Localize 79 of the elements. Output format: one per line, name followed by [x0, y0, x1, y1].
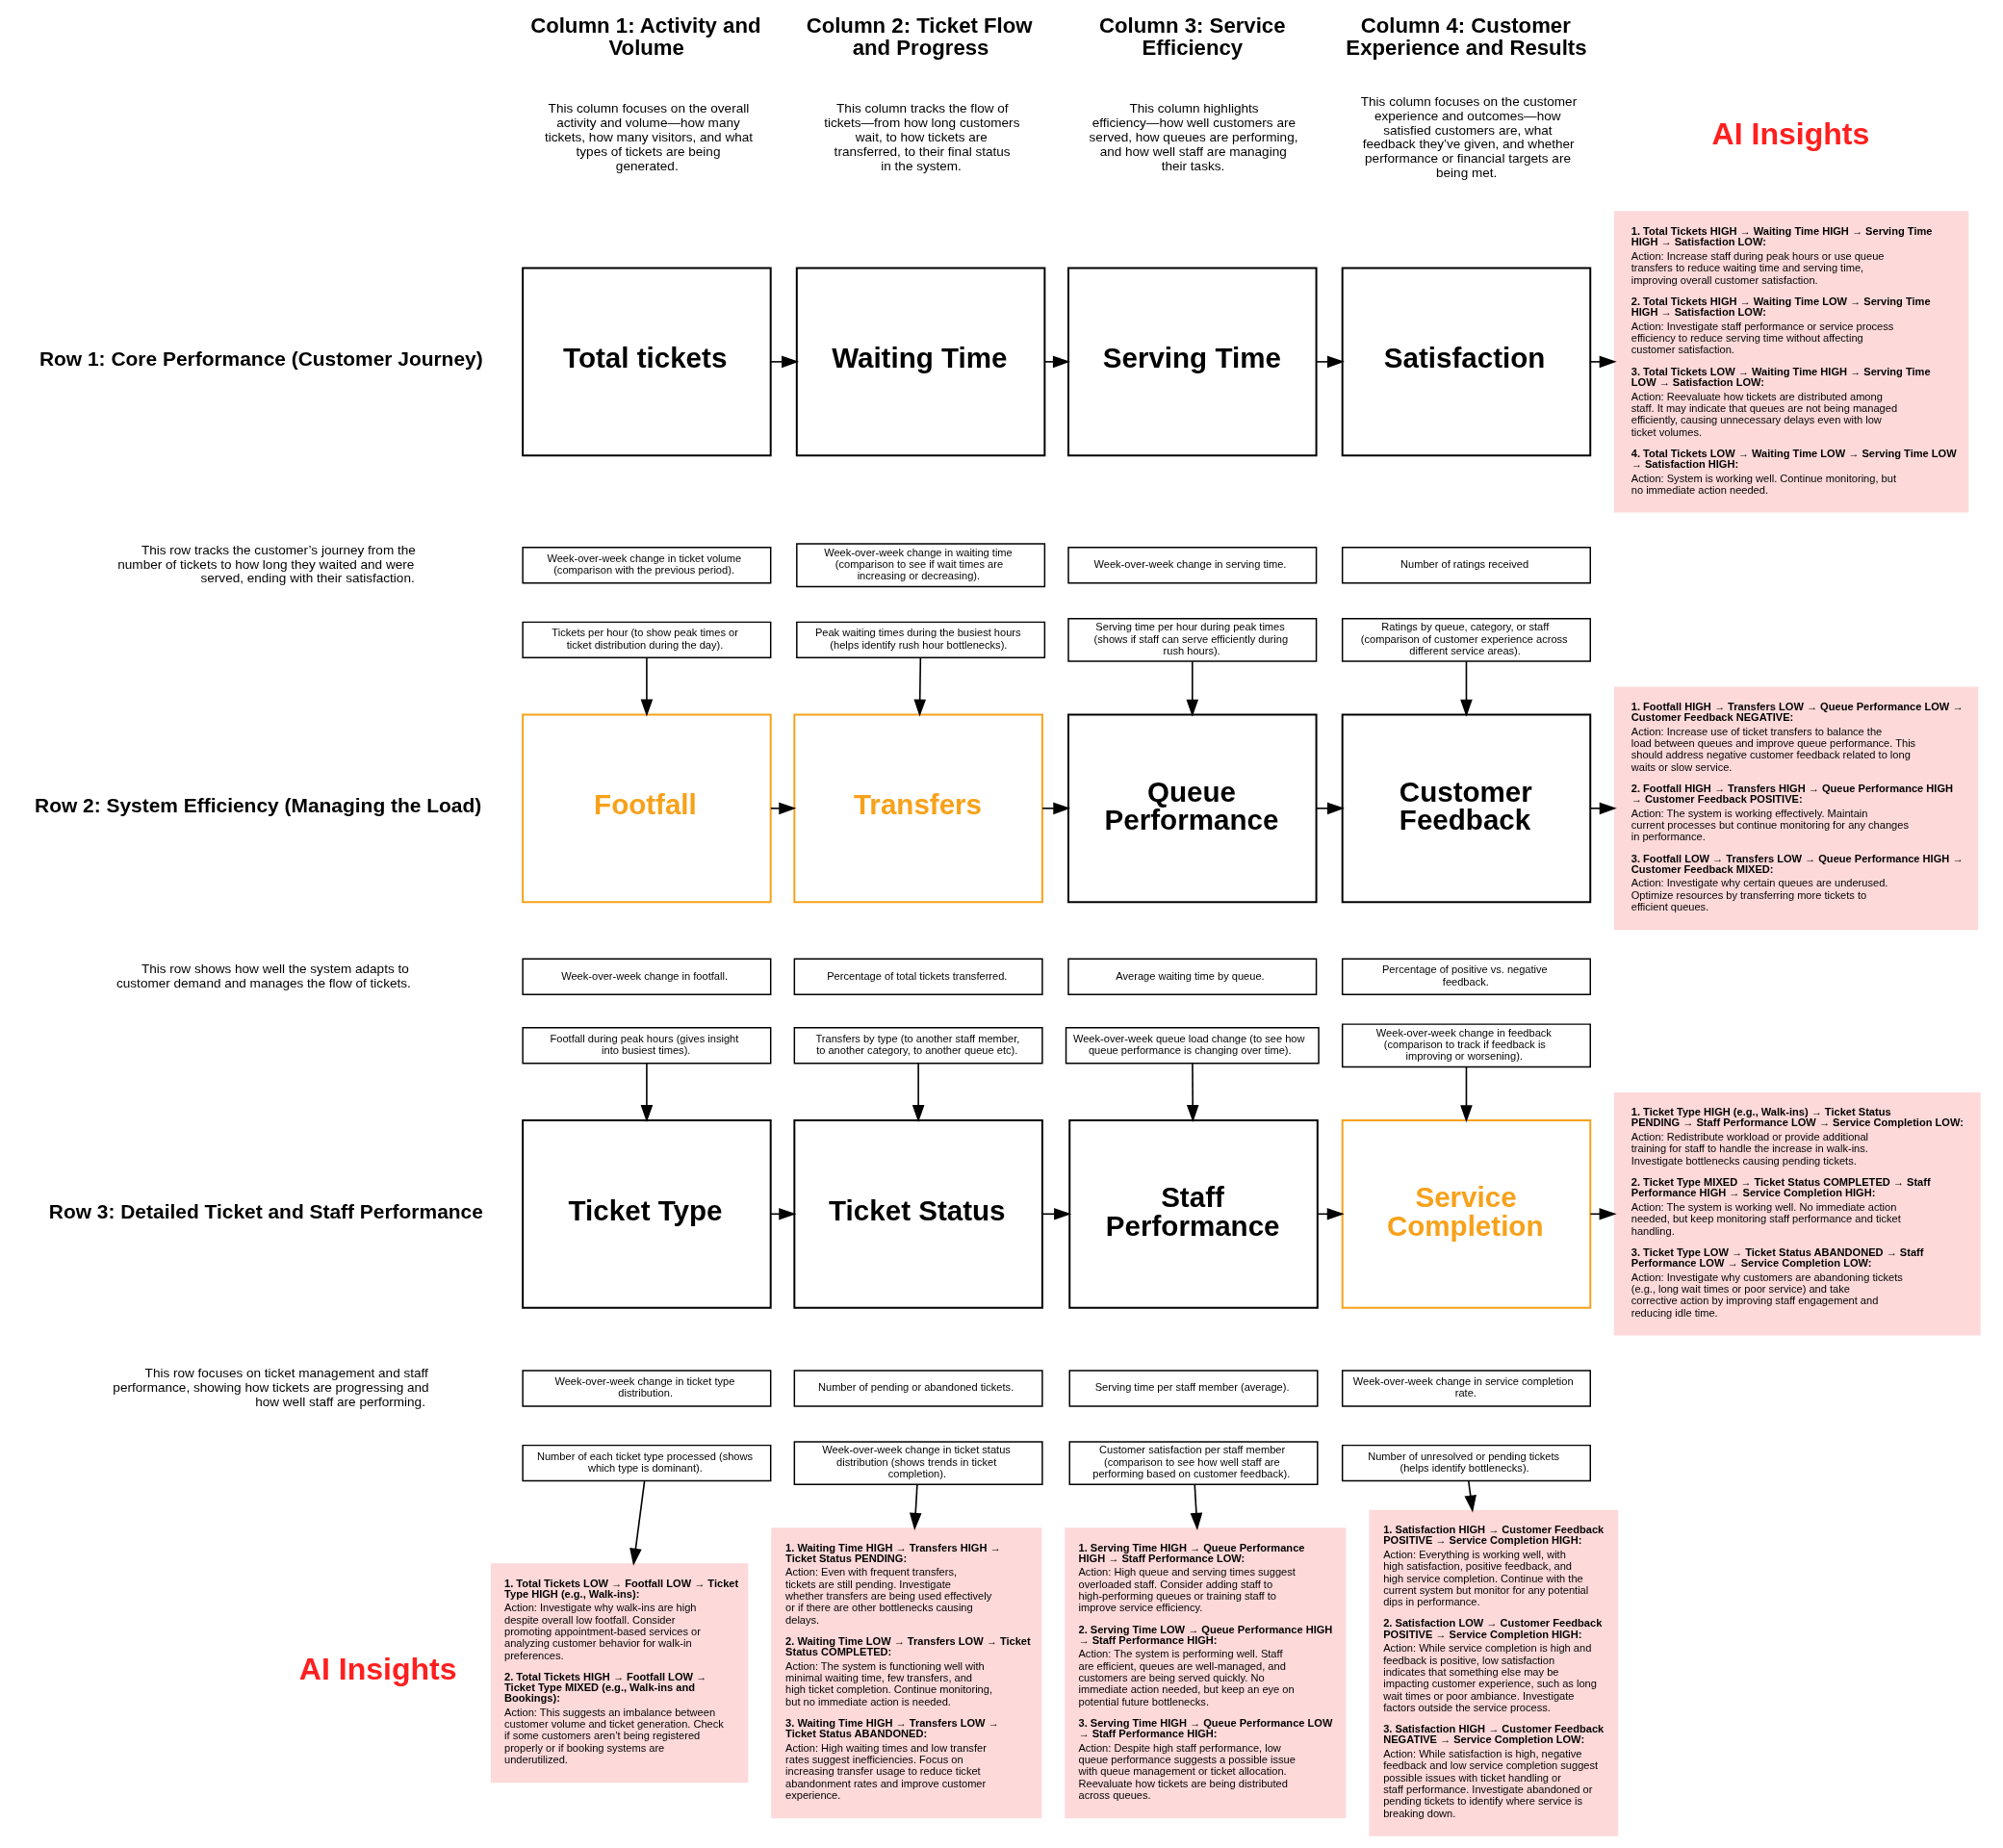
- node-box: Week-over-week change in ticket status distribution (shows trends in ticket completion).: [793, 1441, 1043, 1485]
- arrow: [1040, 802, 1070, 815]
- label: This column tracks the flow of tickets—from how long customers wait, to how tickets are transferred, to their final status in the system.: [823, 101, 1019, 173]
- label: AI Insights: [1711, 116, 1869, 152]
- node-box: Week-over-week change in ticket type distribution.: [521, 1370, 771, 1407]
- label: Column 4: Customer Experience and Results: [1345, 13, 1587, 60]
- arrow: [640, 1063, 653, 1123]
- arrow: [640, 656, 653, 717]
- node-box: Week-over-week change in feedback (comparison to track if feedback is improving or worsening).: [1341, 1023, 1591, 1068]
- arrow: [1043, 355, 1070, 369]
- node-box: Queue Performance: [1066, 713, 1318, 904]
- node-box: Customer Feedback: [1341, 713, 1591, 904]
- node-box: Tickets per hour (to show peak times or ticket distribution during the day).: [521, 621, 771, 659]
- node-box: Customer satisfaction per staff member (comparison to see how well staff are performing based on customer feedback).: [1068, 1441, 1319, 1485]
- node-box: Number of unresolved or pending tickets (helps identify bottlenecks).: [1341, 1444, 1591, 1482]
- node-box: Number of ratings received: [1341, 547, 1591, 584]
- arrow: [1459, 660, 1473, 717]
- node-box: Percentage of positive vs. negative feedback.: [1341, 958, 1591, 996]
- label: AI Insights: [298, 1651, 457, 1686]
- node-box: Ratings by queue, category, or staff (comparison of customer experience across different service areas).: [1341, 617, 1591, 662]
- node-box: Serving time per staff member (average).: [1068, 1370, 1319, 1407]
- arrow: [912, 1063, 924, 1123]
- label: Column 1: Activity and Volume: [529, 13, 761, 60]
- label: This row focuses on ticket management and staff performance, showing how tickets are progressing and how well staff are performing.: [112, 1366, 429, 1409]
- label: Row 1: Core Performance (Customer Journey): [39, 347, 483, 371]
- node-box: Serving time per hour during peak times (shows if staff can serve efficiently during rush hours).: [1066, 617, 1317, 662]
- arrow: [629, 1479, 645, 1566]
- node-box: 1. Serving Time HIGH → Queue Performance HIGH → Staff Performance LOW: Action: High queue and serving times suggest overloaded staff. Consider adding staff to high-performing queues or training staff to improve service efficiency. 2. Serving Time LOW → Queue Performance HIGH → Staff Performance HIGH: Action: The system is performing well. Staff are efficient, queues are well-managed, and customers are being served quickly. No immediate action needed, but keep an eye on potential future bottlenecks. 3. Serving Time HIGH → Queue Performance LOW → Staff Performance HIGH: Action: Despite high staff performance, low queue performance suggests a possible issue with queue management or ticket allocation. Reevaluate how tickets are being distributed across queues.: [1064, 1527, 1346, 1819]
- arrow: [1315, 802, 1345, 815]
- label: This row tracks the customer’s journey from the number of tickets to how long they waited and were served, ending with their satisfaction.: [116, 542, 416, 586]
- label: This column focuses on the overall activity and volume—how many tickets, how many visitors, and what types of tickets are being generated.: [544, 101, 753, 173]
- node-box: Transfers: [792, 713, 1043, 904]
- node-box: Ticket Status: [792, 1118, 1043, 1309]
- node-box: Week-over-week change in waiting time (comparison to see if wait times are increasing or decreasing).: [795, 543, 1045, 588]
- node-box: Number of each ticket type processed (shows which type is dominant).: [521, 1444, 771, 1482]
- node-box: 1. Total Tickets LOW → Footfall LOW → Ticket Type HIGH (e.g., Walk-ins): Action: Investigate why walk-ins are high despite overall low footfall. Consider promoting appointment-based services or analyzing customer behavior for walk-in preferences. 2. Total Tickets HIGH → Footfall LOW → Ticket Type MIXED (e.g., Walk-ins and Bookings): Action: This suggests an imbalance between customer volume and ticket generation. Check if some customers aren’t being registered properly or if booking systems are underutilized.: [490, 1563, 748, 1784]
- node-box: 1. Footfall HIGH → Transfers LOW → Queue Performance LOW → Customer Feedback NEGATIVE: Action: Increase use of ticket transfers to balance the load between queues and improve queue performance. This should address negative customer feedback related to long waits or slow service. 2. Footfall HIGH → Transfers HIGH → Queue Performance HIGH → Customer Feedback POSITIVE: Action: The system is working effectively. Maintain current processes but continue monitoring for any changes in performance. 3. Footfall LOW → Transfers LOW → Queue Performance HIGH → Customer Feedback MIXED: Action: Investigate why certain queues are underused. Optimize resources by transferring more tickets to efficient queues.: [1613, 686, 1978, 931]
- arrow: [1186, 1063, 1199, 1123]
- node-box: Peak waiting times during the busiest hours (helps identify rush hour bottlenecks).: [795, 621, 1045, 659]
- arrow: [1190, 1483, 1202, 1530]
- node-box: Number of pending or abandoned tickets.: [793, 1370, 1043, 1407]
- node-box: Satisfaction: [1341, 267, 1591, 457]
- node-box: Week-over-week change in service completion rate.: [1341, 1370, 1591, 1407]
- arrow: [909, 1483, 922, 1530]
- label: Row 3: Detailed Ticket and Staff Performance: [48, 1199, 483, 1222]
- node-box: Serving Time: [1066, 267, 1318, 457]
- node-box: Percentage of total tickets transferred.: [793, 958, 1043, 996]
- arrow: [1459, 1065, 1473, 1123]
- label: Row 2: System Efficiency (Managing the Load): [34, 794, 481, 817]
- label: Column 3: Service Efficiency: [1098, 13, 1286, 60]
- label: This column focuses on the customer experience and outcomes—how satisfied customers are, what feedback they’ve given, and whether performance or financial targets are being met.: [1360, 94, 1577, 180]
- node-box: Week-over-week queue load change (to see how queue performance is changing over time).: [1065, 1027, 1320, 1065]
- node-box: 1. Total Tickets HIGH → Waiting Time HIGH → Serving Time HIGH → Satisfaction LOW: Action: Increase staff during peak hours or use queue transfers to reduce waiting time and serving time, improving overall customer satisfaction. 2. Total Tickets HIGH → Waiting Time LOW → Serving Time HIGH → Satisfaction LOW: Action: Investigate staff performance or service process efficiency to reduce serving time without affecting customer satisfaction. 3. Total Tickets LOW → Waiting Time HIGH → Serving Time LOW → Satisfaction LOW: Action: Reevaluate how tickets are distributed among staff. It may indicate that queues are not being managed efficiently, causing unnecessary delays even with low ticket volumes. 4. Total Tickets LOW → Waiting Time LOW → Serving Time LOW → Satisfaction HIGH: Action: System is working well. Continue monitoring, but no immediate action needed.: [1613, 211, 1968, 513]
- arrow: [912, 656, 926, 717]
- node-box: Total tickets: [521, 267, 772, 457]
- arrow: [1315, 355, 1345, 369]
- node-box: Transfers by type (to another staff member, to another category, to another queue etc).: [793, 1027, 1043, 1065]
- arrow: [1589, 355, 1617, 369]
- arrow: [1463, 1479, 1477, 1513]
- node-box: 1. Ticket Type HIGH (e.g., Walk-ins) → Ticket Status PENDING → Staff Performance LOW → Service Completion LOW: Action: Redistribute workload or provide additional training for staff to handle the increase in walk-ins. Investigate bottlenecks causing pending tickets. 2. Ticket Type MIXED → Ticket Status COMPLETED → Staff Performance HIGH → Service Completion HIGH: Action: The system is working well. No immediate action needed, but keep monitoring staff performance and ticket handling. 3. Ticket Type LOW → Ticket Status ABANDONED → Staff Performance LOW → Service Completion LOW: Action: Investigate why customers are abandoning tickets (e.g., long wait times or poor service) and take corrective action by improving staff engagement and reducing idle time.: [1613, 1092, 1981, 1336]
- node-box: Staff Performance: [1067, 1118, 1319, 1309]
- node-box: 1. Waiting Time HIGH → Transfers HIGH → Ticket Status PENDING: Action: Even with frequent transfers, tickets are still pending. Investigate whether transfers are being used effectively or if there are other bottlenecks causing delays. 2. Waiting Time LOW → Transfers LOW → Ticket Status COMPLETED: Action: The system is functioning well with minimal waiting time, few transfers, and high ticket completion. Continue monitoring, but no immediate action is needed. 3. Waiting Time HIGH → Transfers LOW → Ticket Status ABANDONED: Action: High waiting times and low transfer rates suggest inefficiencies. Focus on increasing transfer usage to reduce ticket abandonment rates and improve customer experience.: [770, 1527, 1041, 1819]
- label: This column highlights efficiency—how well customers are served, how queues are performing, and how well staff are managing their tasks.: [1089, 101, 1297, 173]
- node-box: 1. Satisfaction HIGH → Customer Feedback POSITIVE → Service Completion HIGH: Action: Everything is working well, with high satisfaction, positive feedback, and high service completion. Continue with the current system but monitor for any potential dips in performance. 2. Satisfaction LOW → Customer Feedback POSITIVE → Service Completion HIGH: Action: While service completion is high and feedback is positive, low satisfaction indicates that something else may be impacting customer experience, such as long wait times or poor ambiance. Investigate factors outside the service process. 3. Satisfaction HIGH → Customer Feedback NEGATIVE → Service Completion LOW: Action: While satisfaction is high, negative feedback and low service completion suggest possible issues with ticket handling or staff performance. Investigate abandoned or pending tickets to identify where service is breaking down.: [1368, 1509, 1618, 1836]
- arrow: [1588, 802, 1617, 815]
- node-box: Waiting Time: [795, 267, 1045, 457]
- label: This row shows how well the system adapts to customer demand and manages the flow of tickets.: [116, 961, 411, 990]
- node-box: Average waiting time by queue.: [1066, 958, 1317, 996]
- node-box: Service Completion: [1341, 1118, 1591, 1309]
- node-box: Footfall: [521, 713, 772, 904]
- node-box: Ticket Type: [521, 1118, 772, 1309]
- arrow: [769, 355, 799, 369]
- node-box: Week-over-week change in footfall.: [521, 958, 771, 996]
- node-box: Week-over-week change in ticket volume (comparison with the previous period).: [521, 547, 771, 584]
- arrow: [769, 802, 796, 815]
- node-box: Week-over-week change in serving time.: [1066, 547, 1317, 584]
- label: Column 2: Ticket Flow and Progress: [806, 13, 1033, 60]
- node-box: Footfall during peak hours (gives insight into busiest times).: [521, 1027, 771, 1065]
- arrow: [1186, 660, 1198, 717]
